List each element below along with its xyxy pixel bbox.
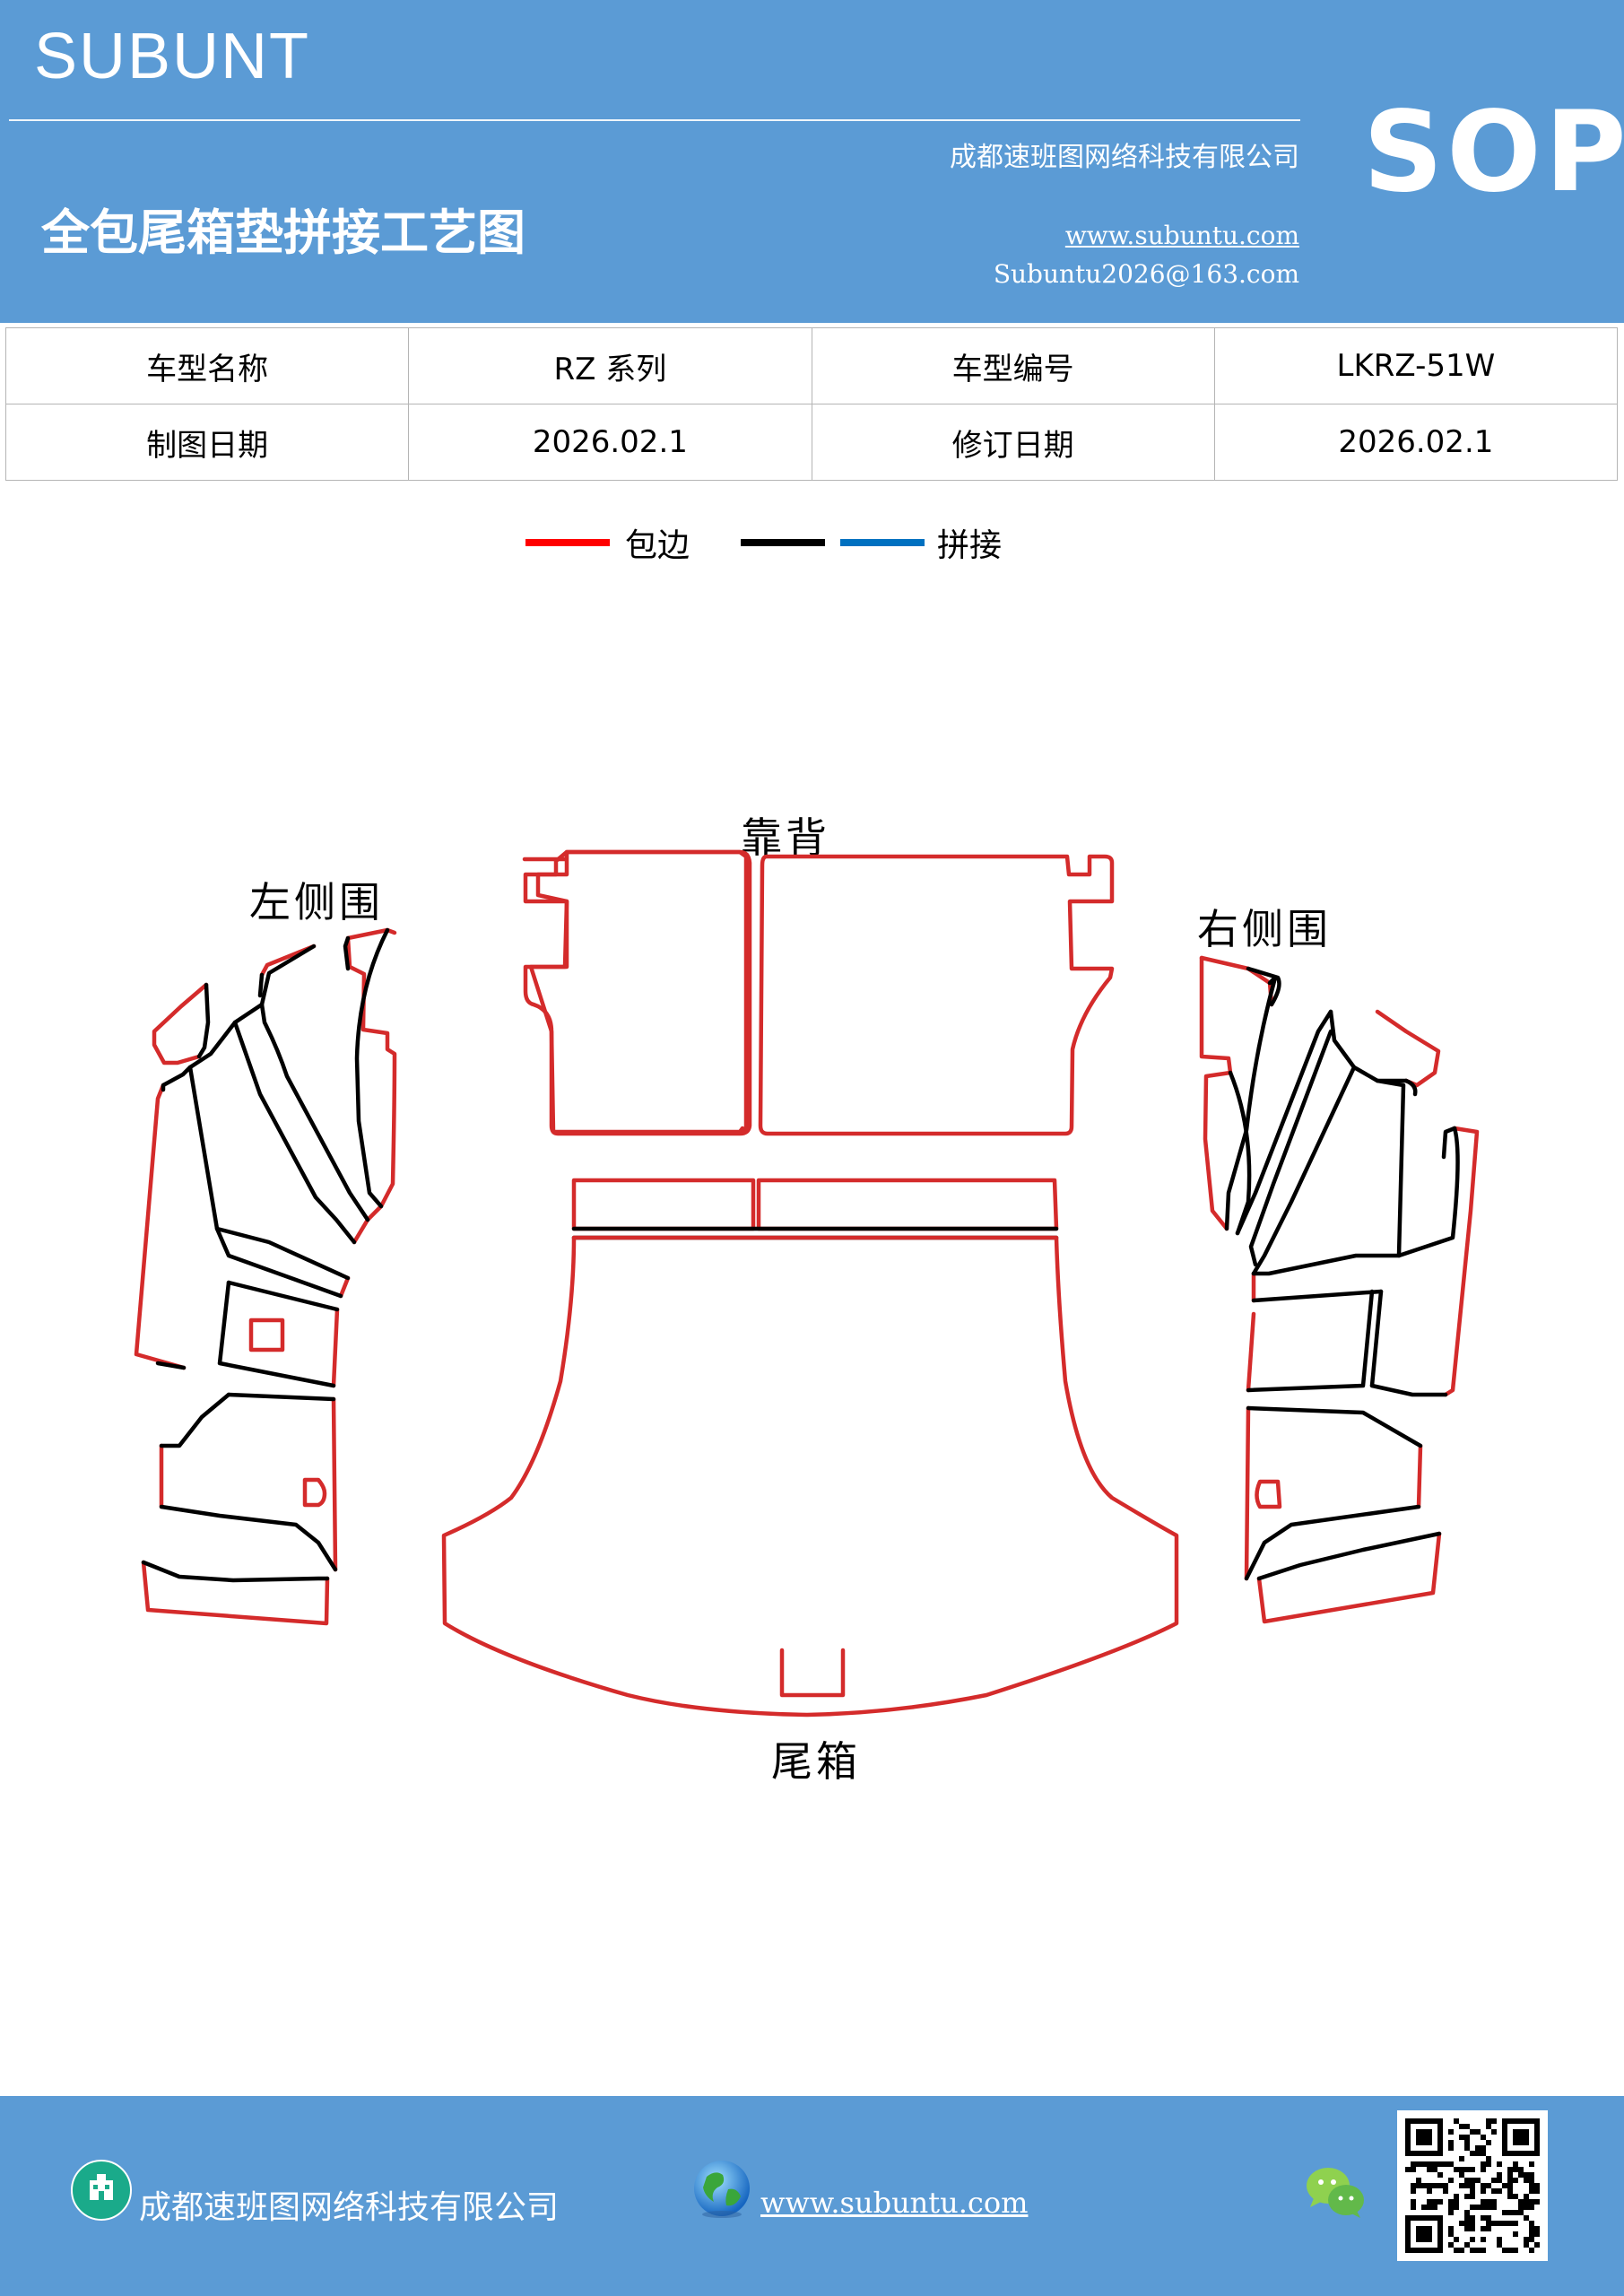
label-revision-date: 修订日期 xyxy=(811,404,1215,481)
website-link[interactable]: www.subuntu.com xyxy=(1064,221,1299,250)
wechat-icon xyxy=(1307,2168,1364,2218)
trunk-notch xyxy=(779,1648,846,1698)
footer-company-name: 成都速班图网络科技有限公司 xyxy=(139,2189,560,2226)
footer-banner: 成都速班图网络科技有限公司 www.subuntu.com xyxy=(0,2096,1624,2296)
header-banner: SUBUNT 成都速班图网络科技有限公司 全包尾箱垫拼接工艺图 www.subu… xyxy=(0,0,1624,323)
company-name: 成都速班图网络科技有限公司 xyxy=(950,142,1299,173)
label-left-panel: 左侧围 xyxy=(249,878,384,926)
table-row: 制图日期 2026.02.1 修订日期 2026.02.1 xyxy=(4,404,1619,481)
legend-label-edge: 包边 xyxy=(625,527,690,564)
label-backrest: 靠背 xyxy=(741,813,830,862)
legend-blue-line xyxy=(840,539,925,546)
legend-black-line xyxy=(741,539,825,546)
value-model-code: LKRZ-51W xyxy=(1213,327,1619,404)
middle-strip-left xyxy=(571,1178,756,1231)
label-model-code: 车型编号 xyxy=(811,327,1215,404)
left-side-panel xyxy=(134,927,397,1626)
value-revision-date: 2026.02.1 xyxy=(1213,404,1619,481)
label-model-name: 车型名称 xyxy=(4,327,410,404)
sop-badge: SOP xyxy=(1363,88,1624,217)
value-model-name: RZ 系列 xyxy=(408,327,812,404)
right-side-panel xyxy=(1199,955,1480,1624)
document-title: 全包尾箱垫拼接工艺图 xyxy=(41,204,525,261)
brand-name: SUBUNT xyxy=(34,21,311,92)
trunk-floor xyxy=(441,1235,1179,1718)
mat-splice-diagram xyxy=(134,849,1480,1718)
email-address: Subuntu2026@163.com xyxy=(993,259,1299,289)
label-right-panel: 右侧围 xyxy=(1197,905,1332,953)
left-side-seams xyxy=(141,927,390,1583)
globe-icon xyxy=(694,2161,750,2218)
label-draw-date: 制图日期 xyxy=(4,404,410,481)
legend-red-line xyxy=(525,539,610,546)
legend-label-splice: 拼接 xyxy=(937,527,1003,564)
label-trunk: 尾箱 xyxy=(771,1737,861,1786)
backrest-left-panel xyxy=(522,849,749,1135)
backrest-right-panel xyxy=(758,854,1115,1136)
backrest-left-panel xyxy=(523,849,752,1136)
building-icon xyxy=(71,2160,132,2221)
qr-code xyxy=(1397,2110,1548,2261)
table-row: 车型名称 RZ 系列 车型编号 LKRZ-51W xyxy=(4,327,1619,404)
header-divider xyxy=(9,119,1300,121)
footer-website-link[interactable]: www.subuntu.com xyxy=(760,2186,1029,2220)
line-legend: 包边 拼接 xyxy=(0,516,1624,578)
right-side-seams xyxy=(1224,966,1460,1581)
middle-strip-right xyxy=(756,1178,1059,1231)
vehicle-info-table: 车型名称 RZ 系列 车型编号 LKRZ-51W 制图日期 2026.02.1 … xyxy=(4,327,1619,481)
value-draw-date: 2026.02.1 xyxy=(408,404,812,481)
